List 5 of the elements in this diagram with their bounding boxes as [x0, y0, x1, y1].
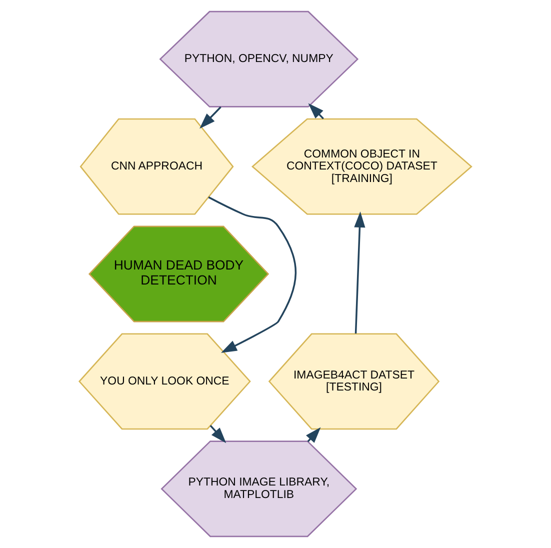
arrow — [200, 106, 222, 129]
arrow — [210, 425, 226, 444]
arrow — [308, 103, 324, 120]
arrow — [208, 196, 297, 353]
arrow — [354, 212, 366, 334]
